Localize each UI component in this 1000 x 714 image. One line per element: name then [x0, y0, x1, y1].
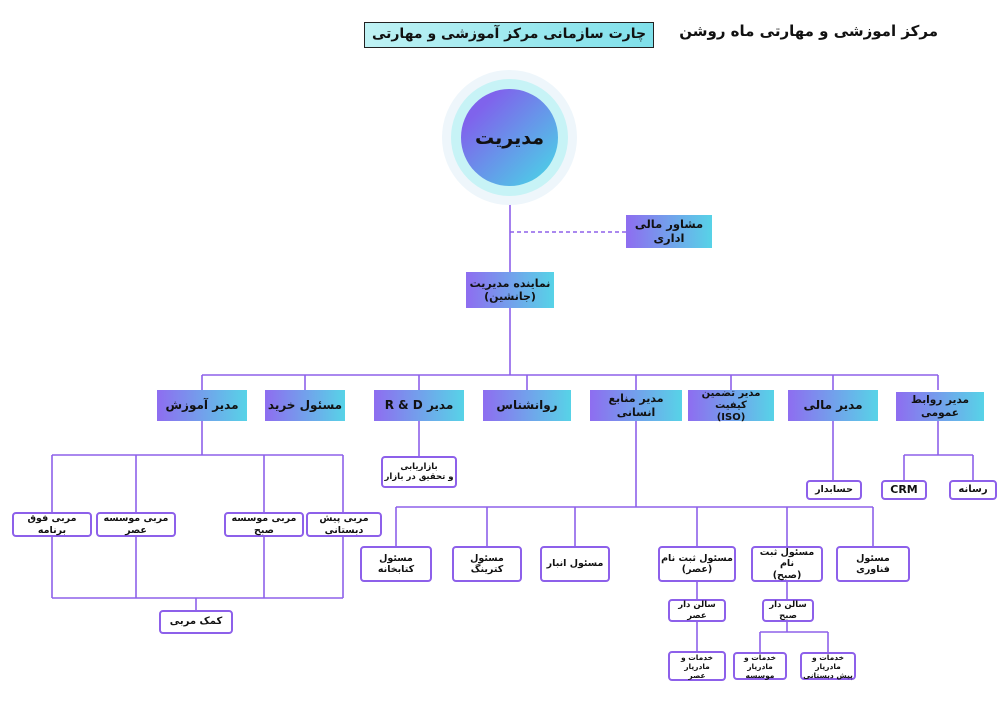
node-label: کمک مربی — [169, 616, 223, 627]
node-label: خدمات و مادریار پیش دبستانی — [803, 652, 853, 680]
node-label: مشاور مالی اداری — [634, 216, 704, 245]
rnd-manager-node[interactable]: مدیر R & D — [374, 390, 464, 421]
catering-officer-node[interactable]: مسئول کترینگ — [452, 546, 522, 582]
chart-title-banner: چارت سازمانی مرکز آموزشی و مهارتی — [364, 22, 654, 48]
hr-manager-node[interactable]: مدیر منابع انسانی — [590, 390, 682, 421]
node-label: مسئول فناوری — [856, 552, 890, 575]
accountant-node[interactable]: حسابدار — [806, 480, 862, 500]
node-label: حسابدار — [815, 484, 853, 496]
node-label: مدیر تضمین کیفیت (ISO) — [701, 387, 761, 423]
node-label: نماینده مدیریت (جانشین) — [469, 276, 551, 303]
management-node[interactable]: مدیریت — [461, 89, 558, 186]
node-label: مدیر آموزش — [165, 398, 239, 413]
crm-node[interactable]: CRM — [881, 480, 927, 500]
node-label: مسئول کترینگ — [470, 552, 504, 575]
qa-manager-node[interactable]: مدیر تضمین کیفیت (ISO) — [688, 387, 774, 423]
node-label: مربی موسسه صبح — [231, 513, 297, 536]
node-label: مدیر منابع انسانی — [608, 392, 664, 419]
institute-services-node[interactable]: خدمات و مادریار موسسه — [733, 652, 787, 680]
finance-manager-node[interactable]: مدیر مالی — [788, 390, 878, 421]
node-label: بازاریابی و تحقیق در بازار — [384, 461, 454, 482]
node-label: مسئول انبار — [546, 558, 604, 570]
preschool-coach-node[interactable]: مربی پیش دبستانی — [306, 512, 382, 537]
assistant-coach-node[interactable]: کمک مربی — [159, 610, 233, 634]
node-label: مدیر R & D — [384, 398, 454, 413]
pr-manager-node[interactable]: مدیر روابط عمومی — [896, 392, 984, 421]
evening-institute-coach-node[interactable]: مربی موسسه عصر — [96, 512, 176, 537]
node-label: CRM — [890, 483, 918, 497]
purchase-officer-node[interactable]: مسئول خرید — [265, 390, 345, 421]
media-node[interactable]: رسانه — [949, 480, 997, 500]
node-label: مربی پیش دبستانی — [319, 513, 369, 536]
morning-institute-coach-node[interactable]: مربی موسسه صبح — [224, 512, 304, 537]
psychologist-node[interactable]: روانشناس — [483, 390, 571, 421]
node-label: رسانه — [958, 484, 988, 495]
node-label: مدیر روابط عمومی — [910, 393, 970, 419]
node-label: خدمات و مادریار موسسه — [743, 652, 776, 680]
node-label: مسئول ثبت نام (عصر) — [661, 552, 733, 575]
extracurricular-coach-node[interactable]: مربی فوق برنامه — [12, 512, 92, 537]
node-label: روانشناس — [496, 398, 558, 413]
evening-hall-keeper-node[interactable]: سالن دار عصر — [668, 599, 726, 622]
technology-officer-node[interactable]: مسئول فناوری — [836, 546, 910, 582]
marketing-research-node[interactable]: بازاریابی و تحقیق در بازار — [381, 456, 457, 488]
deputy-node[interactable]: نماینده مدیریت (جانشین) — [466, 272, 554, 308]
evening-services-node[interactable]: خدمات و مادریار عصر — [668, 651, 726, 681]
node-label: خدمات و مادریار عصر — [680, 652, 713, 680]
morning-registrar-node[interactable]: مسئول ثبت نام (صبح) — [751, 546, 823, 582]
node-label: مسئول کتابخانه — [377, 552, 415, 575]
preschool-services-node[interactable]: خدمات و مادریار پیش دبستانی — [800, 652, 856, 680]
node-label: مسئول ثبت نام (صبح) — [759, 546, 815, 581]
morning-hall-keeper-node[interactable]: سالن دار صبح — [762, 599, 814, 622]
node-label: سالن دار صبح — [769, 600, 807, 621]
node-label: سالن دار عصر — [678, 600, 716, 621]
node-label: مربی موسسه عصر — [103, 513, 169, 536]
warehouse-officer-node[interactable]: مسئول انبار — [540, 546, 610, 582]
management-label: مدیریت — [475, 126, 544, 149]
education-manager-node[interactable]: مدیر آموزش — [157, 390, 247, 421]
node-label: مربی فوق برنامه — [27, 513, 77, 536]
evening-registrar-node[interactable]: مسئول ثبت نام (عصر) — [658, 546, 736, 582]
librarian-node[interactable]: مسئول کتابخانه — [360, 546, 432, 582]
node-label: مسئول خرید — [267, 398, 343, 413]
admin-finance-advisor-node[interactable]: مشاور مالی اداری — [626, 215, 712, 248]
node-label: مدیر مالی — [803, 398, 863, 413]
center-name-heading: مرکز اموزشی و مهارتی ماه روشن — [679, 22, 938, 40]
